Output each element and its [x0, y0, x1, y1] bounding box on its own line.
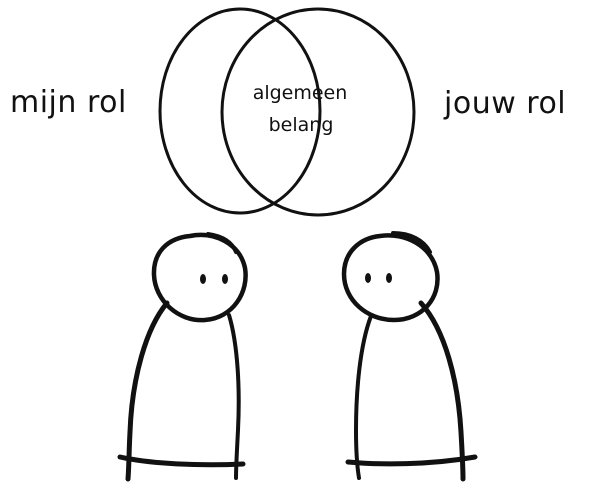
- venn-circle-right: [222, 9, 414, 215]
- right-person-body: [421, 303, 463, 479]
- right-person-body-left: [356, 316, 371, 478]
- right-person-eye-right: [386, 273, 392, 283]
- right-role-label: jouw rol: [443, 86, 566, 121]
- right-person-feet: [348, 457, 475, 464]
- left-person-body-right: [229, 315, 239, 478]
- right-person-eye-left: [365, 273, 371, 283]
- venn-circle-left: [160, 9, 320, 213]
- overlap-label-line2: belang: [269, 114, 334, 136]
- left-person-eye-right: [222, 274, 228, 284]
- left-role-label: mijn rol: [10, 85, 127, 120]
- left-person-body: [128, 303, 167, 479]
- venn-diagram: [160, 9, 414, 215]
- left-person: [120, 234, 246, 479]
- left-person-eye-left: [200, 274, 206, 284]
- overlap-label-line1: algemeen: [253, 82, 348, 104]
- left-person-feet: [120, 457, 243, 465]
- left-person-head-tuft: [208, 234, 236, 252]
- right-person: [344, 233, 475, 479]
